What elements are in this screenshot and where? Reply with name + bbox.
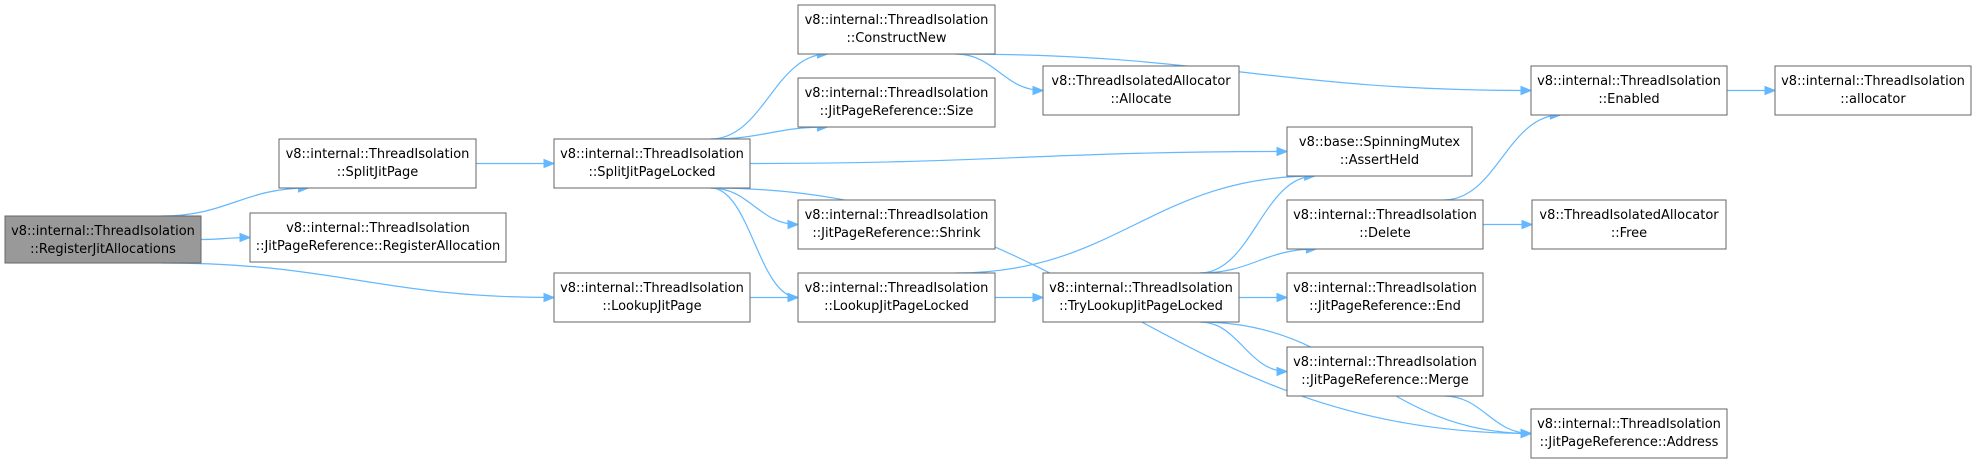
node-enabled-line-1: v8::internal::ThreadIsolation xyxy=(1537,74,1721,89)
node-end-line-2: ::JitPageReference::End xyxy=(1309,299,1461,314)
node-trylookup-line-2: ::TryLookupJitPageLocked xyxy=(1059,299,1223,314)
node-assertheld-line-1: v8::base::SpinningMutex xyxy=(1299,135,1460,150)
node-delete-line-2: ::Delete xyxy=(1359,226,1410,241)
node-merge-line-1: v8::internal::ThreadIsolation xyxy=(1293,355,1477,370)
edge-delete-to-enabled xyxy=(1443,114,1561,201)
edge-trylookup-to-delete xyxy=(1199,248,1317,274)
arrowhead-splitlocked-to-shrink xyxy=(787,219,800,230)
node-delete[interactable]: v8::internal::ThreadIsolation ::Delete xyxy=(1286,199,1484,250)
arrowhead-constructnew-to-allocate xyxy=(1032,85,1045,96)
edge-splitlocked-to-constructnew xyxy=(710,53,828,140)
node-trylookup[interactable]: v8::internal::ThreadIsolation ::TryLooku… xyxy=(1042,272,1240,323)
edge-constructnew-to-allocate xyxy=(955,53,1044,92)
edge-splitlocked-to-size xyxy=(710,126,828,140)
edge-register-to-lookupjit xyxy=(161,262,555,299)
node-size[interactable]: v8::internal::ThreadIsolation ::JitPageR… xyxy=(797,77,996,128)
node-splitjit[interactable]: v8::internal::ThreadIsolation ::SplitJit… xyxy=(278,138,477,189)
node-assertheld[interactable]: v8::base::SpinningMutex ::AssertHeld xyxy=(1286,126,1473,177)
edge-splitlocked-to-shrink xyxy=(710,187,799,226)
arrowhead-splitlocked-to-assertheld xyxy=(1276,146,1289,157)
node-size-line-1: v8::internal::ThreadIsolation xyxy=(805,86,989,101)
node-allocator[interactable]: v8::internal::ThreadIsolation ::allocato… xyxy=(1774,65,1972,116)
node-merge-line-2: ::JitPageReference::Merge xyxy=(1301,373,1469,388)
arrowhead-constructnew-to-enabled xyxy=(1520,85,1533,96)
arrowhead-merge-to-address xyxy=(1520,428,1533,439)
arrowhead-enabled-to-allocator xyxy=(1764,85,1777,96)
node-lookupjit[interactable]: v8::internal::ThreadIsolation ::LookupJi… xyxy=(553,272,751,323)
node-splitlocked-line-1: v8::internal::ThreadIsolation xyxy=(560,147,744,162)
node-lookupjit-line-2: ::LookupJitPage xyxy=(602,299,701,314)
node-end[interactable]: v8::internal::ThreadIsolation ::JitPageR… xyxy=(1286,272,1484,323)
node-splitlocked-line-2: ::SplitJitPageLocked xyxy=(588,165,715,180)
node-free-line-2: ::Free xyxy=(1611,226,1647,241)
arrowhead-register-to-regalloc xyxy=(239,232,252,243)
arrowhead-splitjit-to-splitlocked xyxy=(543,158,556,169)
node-allocate-line-1: v8::ThreadIsolatedAllocator xyxy=(1051,74,1231,89)
node-shrink-line-1: v8::internal::ThreadIsolation xyxy=(805,208,989,223)
node-shrink-line-2: ::JitPageReference::Shrink xyxy=(812,226,981,241)
edge-splitlocked-to-lookuplocked xyxy=(710,187,799,299)
node-constructnew[interactable]: v8::internal::ThreadIsolation ::Construc… xyxy=(797,4,996,55)
node-constructnew-line-2: ::ConstructNew xyxy=(846,31,946,46)
node-address-line-1: v8::internal::ThreadIsolation xyxy=(1537,417,1721,432)
node-splitjit-line-2: ::SplitJitPage xyxy=(337,165,419,180)
node-splitjit-line-1: v8::internal::ThreadIsolation xyxy=(286,147,470,162)
node-free[interactable]: v8::ThreadIsolatedAllocator ::Free xyxy=(1531,199,1727,250)
node-lookuplocked[interactable]: v8::internal::ThreadIsolation ::LookupJi… xyxy=(797,272,996,323)
node-free-line-1: v8::ThreadIsolatedAllocator xyxy=(1539,208,1719,223)
node-enabled[interactable]: v8::internal::ThreadIsolation ::Enabled xyxy=(1530,65,1728,116)
node-merge[interactable]: v8::internal::ThreadIsolation ::JitPageR… xyxy=(1286,346,1484,397)
node-lookuplocked-line-2: ::LookupJitPageLocked xyxy=(824,299,969,314)
arrowhead-trylookup-to-merge xyxy=(1276,366,1289,377)
node-address-line-2: ::JitPageReference::Address xyxy=(1540,435,1719,450)
node-regalloc-line-1: v8::internal::ThreadIsolation xyxy=(286,221,470,236)
arrowhead-splitlocked-to-lookuplocked xyxy=(787,292,800,303)
node-address[interactable]: v8::internal::ThreadIsolation ::JitPageR… xyxy=(1530,408,1728,459)
node-assertheld-line-2: ::AssertHeld xyxy=(1340,153,1419,168)
nodes-layer: v8::internal::ThreadIsolation ::Register… xyxy=(4,4,1972,459)
node-constructnew-line-1: v8::internal::ThreadIsolation xyxy=(805,13,989,28)
node-trylookup-line-1: v8::internal::ThreadIsolation xyxy=(1049,281,1233,296)
edge-lookuplocked-to-assertheld xyxy=(955,175,1315,274)
node-regalloc[interactable]: v8::internal::ThreadIsolation ::JitPageR… xyxy=(249,212,507,263)
arrowhead-trylookup-to-end xyxy=(1276,292,1289,303)
node-allocator-line-2: ::allocator xyxy=(1840,92,1906,107)
arrowhead-lookuplocked-to-trylookup xyxy=(1032,292,1045,303)
node-lookuplocked-line-1: v8::internal::ThreadIsolation xyxy=(805,281,989,296)
node-register[interactable]: v8::internal::ThreadIsolation ::Register… xyxy=(4,215,202,264)
node-register-line-1: v8::internal::ThreadIsolation xyxy=(11,224,195,239)
node-regalloc-line-2: ::JitPageReference::RegisterAllocation xyxy=(256,239,501,254)
arrowhead-delete-to-free xyxy=(1521,219,1534,230)
edge-merge-to-address xyxy=(1443,395,1532,435)
arrowhead-register-to-lookupjit xyxy=(543,292,556,303)
edge-splitlocked-to-assertheld xyxy=(749,150,1288,165)
node-delete-line-1: v8::internal::ThreadIsolation xyxy=(1293,208,1477,223)
node-allocator-line-1: v8::internal::ThreadIsolation xyxy=(1781,74,1965,89)
node-splitlocked[interactable]: v8::internal::ThreadIsolation ::SplitJit… xyxy=(553,138,751,189)
node-register-line-2: ::RegisterJitAllocations xyxy=(30,242,176,257)
node-enabled-line-2: ::Enabled xyxy=(1598,92,1659,107)
edge-trylookup-to-assertheld xyxy=(1199,175,1315,274)
edge-constructnew-to-enabled xyxy=(955,53,1532,92)
node-shrink[interactable]: v8::internal::ThreadIsolation ::JitPageR… xyxy=(797,199,996,250)
node-size-line-2: ::JitPageReference::Size xyxy=(820,104,974,119)
edge-register-to-splitjit xyxy=(161,187,309,217)
edge-trylookup-to-merge xyxy=(1199,321,1288,373)
node-allocate-line-2: ::Allocate xyxy=(1110,92,1171,107)
node-lookupjit-line-1: v8::internal::ThreadIsolation xyxy=(560,281,744,296)
node-end-line-1: v8::internal::ThreadIsolation xyxy=(1293,281,1477,296)
node-allocate[interactable]: v8::ThreadIsolatedAllocator ::Allocate xyxy=(1042,65,1240,116)
